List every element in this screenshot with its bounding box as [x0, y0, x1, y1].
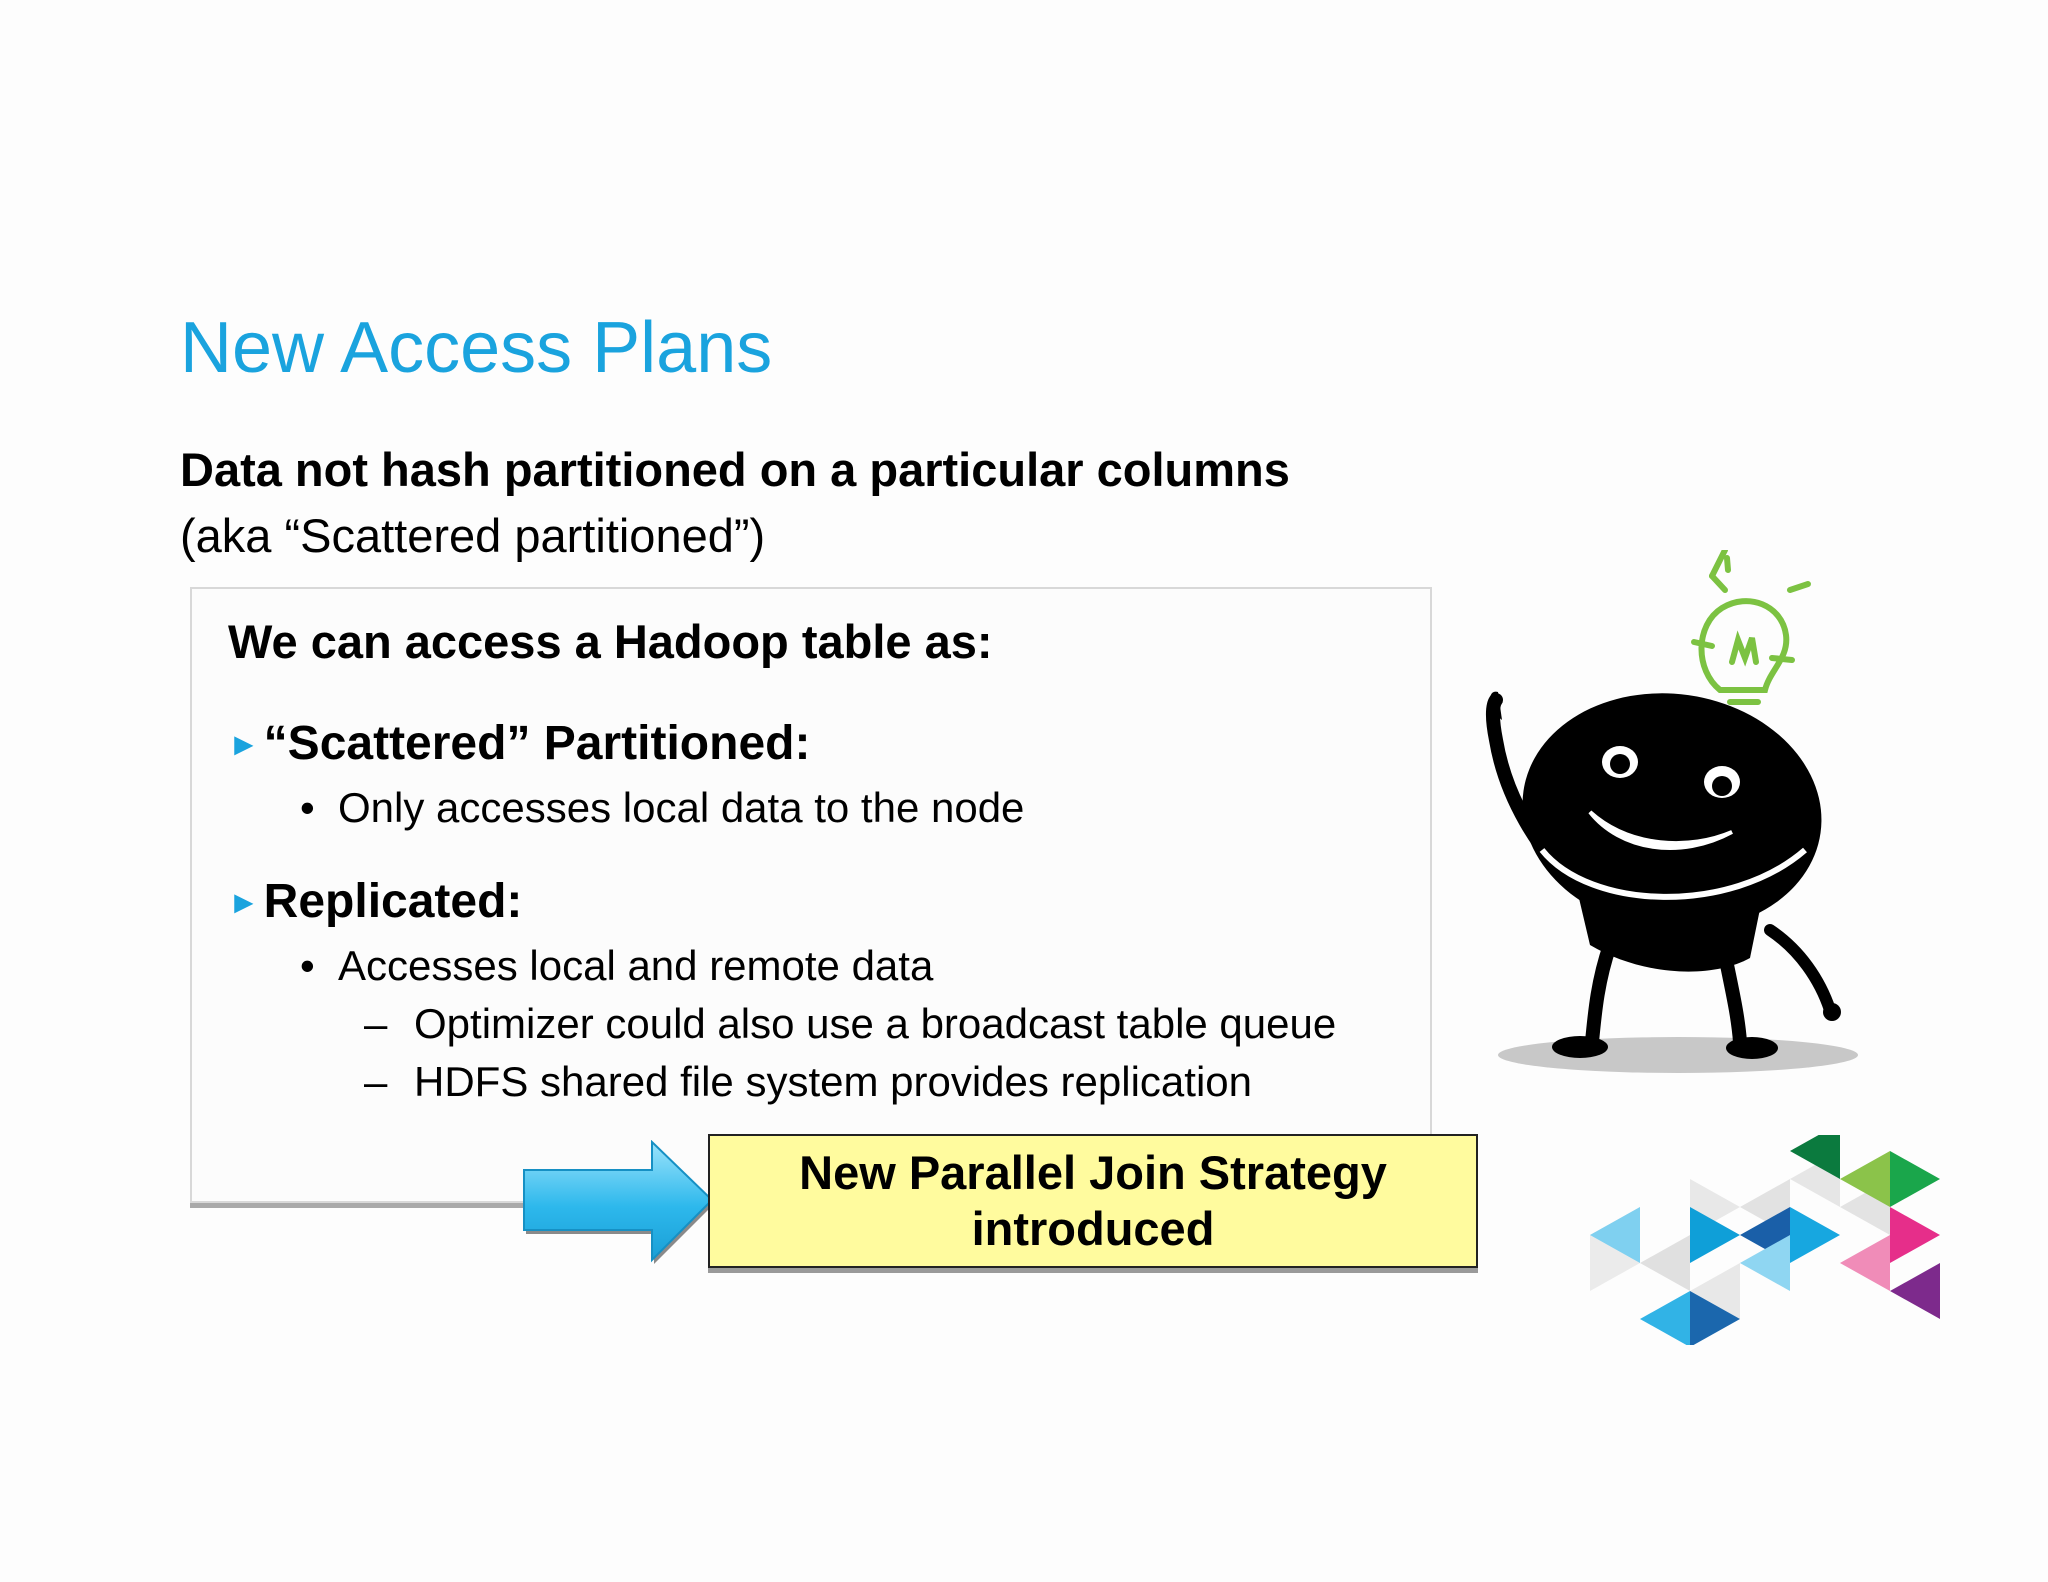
sub-sub-bullet-broadcast: –Optimizer could also use a broadcast ta… [364, 1000, 1337, 1047]
slide-subtitle-aka: (aka “Scattered partitioned”) [180, 509, 766, 562]
lightbulb-icon [1691, 550, 1811, 705]
bullet-replicated: ►Replicated: [228, 875, 523, 929]
dot-bullet-icon: • [300, 784, 315, 831]
dot-bullet-icon: • [300, 942, 315, 989]
mascot-illustration [1486, 550, 1858, 1073]
slide-subtitle: Data not hash partitioned on a particula… [180, 443, 1290, 496]
bullet-label: “Scattered” Partitioned: [263, 717, 811, 770]
dash-bullet-icon: – [364, 1058, 388, 1105]
sub-sub-bullet-hdfs: –HDFS shared file system provides replic… [364, 1058, 1252, 1105]
callout-line1: New Parallel Join Strategy [799, 1145, 1387, 1199]
box-heading: We can access a Hadoop table as: [228, 615, 993, 668]
triangle-bullet-icon: ► [228, 884, 260, 920]
sub-sub-bullet-text: Optimizer could also use a broadcast tab… [414, 1000, 1337, 1047]
arrow-right-icon [523, 1140, 714, 1264]
sub-bullet-remote-data: • Accesses local and remote data [300, 942, 934, 989]
bullet-label: Replicated: [263, 875, 523, 928]
sub-bullet-text: Only accesses local data to the node [338, 784, 1025, 831]
content-box [190, 587, 1432, 1203]
sub-bullet-local-data: • Only accesses local data to the node [300, 784, 1025, 831]
triangle-bullet-icon: ► [228, 726, 260, 762]
callout-new-parallel-join: New Parallel Join Strategy introduced [708, 1134, 1478, 1268]
slide-title: New Access Plans [180, 308, 773, 388]
sub-bullet-text: Accesses local and remote data [338, 942, 934, 989]
callout-line2: introduced [971, 1202, 1215, 1255]
bullet-scattered: ►“Scattered” Partitioned: [228, 717, 811, 771]
dash-bullet-icon: – [364, 1000, 388, 1047]
sub-sub-bullet-text: HDFS shared file system provides replica… [414, 1058, 1252, 1105]
triangle-pattern [1590, 1135, 1940, 1345]
